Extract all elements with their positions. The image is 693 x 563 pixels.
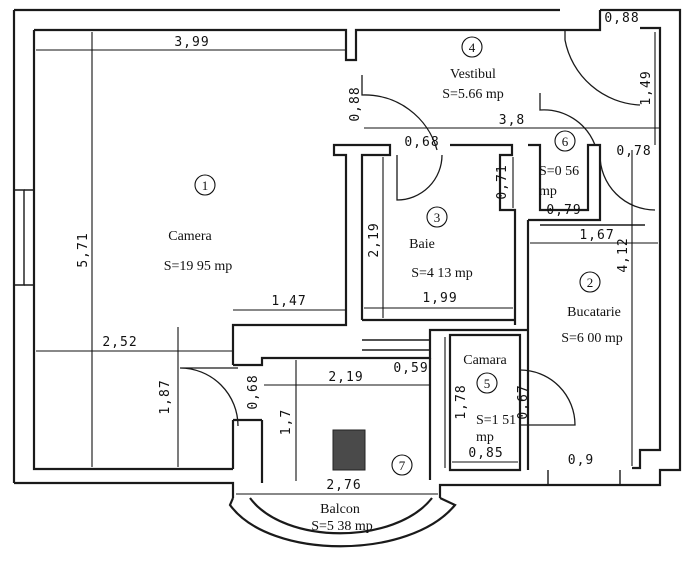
- chimney-block: [332, 429, 366, 471]
- room-6-area: S=0 56: [539, 164, 579, 179]
- dim-149: 1,49: [639, 70, 654, 105]
- walls: [12, 8, 682, 548]
- room-1-area: S=19 95 mp: [164, 259, 233, 274]
- circle-6: [554, 130, 576, 152]
- dim-059: 0,59: [393, 361, 428, 376]
- room-3-name: Baie: [409, 237, 435, 252]
- dim-067: 0,67: [516, 384, 531, 419]
- dim-147: 1,47: [271, 294, 306, 309]
- dim-219h: 2,19: [328, 370, 363, 385]
- room-5-name: Camara: [463, 353, 507, 368]
- dim-071: 0,71: [495, 164, 510, 199]
- dim-167: 1,67: [579, 228, 614, 243]
- dimension-lines: [36, 32, 660, 495]
- dim-276: 2,76: [326, 478, 361, 493]
- dim-085: 0,85: [468, 446, 503, 461]
- room-2-number: 2: [587, 275, 594, 290]
- room-number-circles: [194, 36, 601, 476]
- dim-17: 1,7: [279, 409, 294, 435]
- room-7-area: S=5 38 mp: [311, 519, 373, 534]
- room-4-name: Vestibul: [450, 67, 496, 82]
- room-4-number: 4: [469, 40, 476, 55]
- room-2-area: S=6 00 mp: [561, 331, 623, 346]
- doors: [179, 30, 656, 427]
- dim-38: 3,8: [499, 113, 525, 128]
- circle-1: [194, 174, 216, 196]
- room-3-area: S=4 13 mp: [411, 266, 473, 281]
- room-5-number: 5: [484, 376, 491, 391]
- room-5-unit: mp: [476, 430, 494, 445]
- dim-178: 1,78: [454, 384, 469, 419]
- room-5-area: S=1 51: [476, 413, 516, 428]
- room-4-area: S=5.66 mp: [442, 87, 504, 102]
- room-6-number: 6: [562, 134, 569, 149]
- room-1-name: Camera: [168, 229, 212, 244]
- room-1-number: 1: [202, 178, 209, 193]
- circle-7: [391, 454, 413, 476]
- dim-079: 0,79: [546, 203, 581, 218]
- circle-5: [476, 372, 498, 394]
- dim-068a: 0,68: [246, 374, 261, 409]
- circle-2: [579, 271, 601, 293]
- dim-199: 1,99: [422, 291, 457, 306]
- circle-4: [461, 36, 483, 58]
- room-2-name: Bucatarie: [567, 305, 621, 320]
- dim-187: 1,87: [158, 379, 173, 414]
- dim-09: 0,9: [568, 453, 594, 468]
- dim-078: 0,78: [616, 144, 651, 159]
- dim-412: 4,12: [616, 237, 631, 272]
- room-7-number: 7: [399, 458, 406, 473]
- room-7-name: Balcon: [320, 502, 360, 517]
- dim-088a: 0,88: [348, 86, 363, 121]
- dim-219v: 2,19: [367, 222, 382, 257]
- dim-068b: 0,68: [404, 135, 439, 150]
- dim-571: 5,71: [76, 232, 91, 267]
- circle-3: [426, 206, 448, 228]
- dim-252: 2,52: [102, 335, 137, 350]
- room-6-unit: mp: [539, 184, 557, 199]
- dim-088b: 0,88: [604, 11, 639, 26]
- room-3-number: 3: [434, 210, 441, 225]
- dim-399: 3,99: [174, 35, 209, 50]
